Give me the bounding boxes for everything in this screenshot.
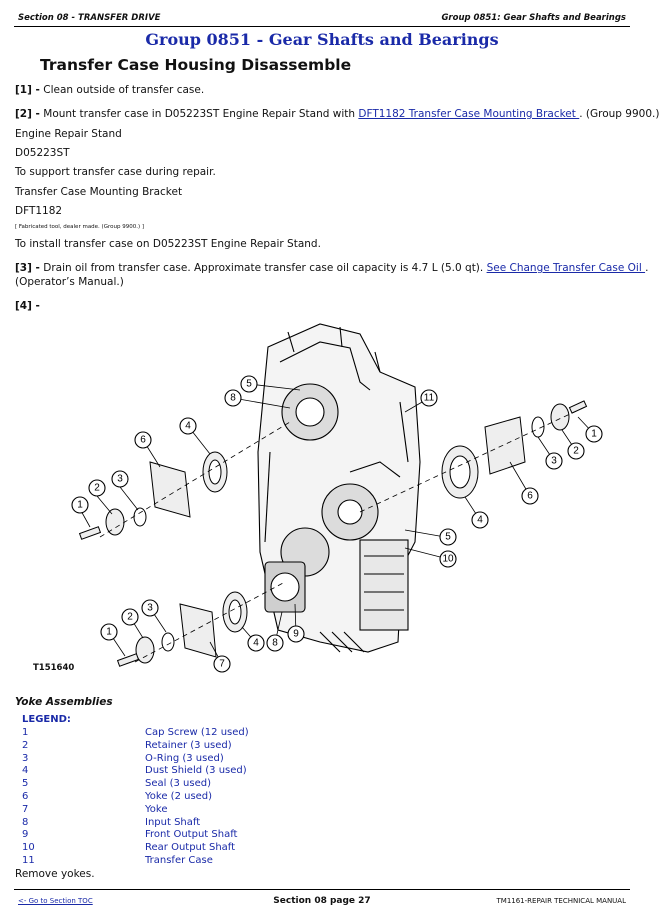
callout-2-lower-left: 2 — [121, 608, 139, 626]
svg-text:5: 5 — [246, 379, 252, 390]
step-3-line-2: (Operator’s Manual.) — [15, 276, 124, 288]
bracket-link[interactable]: DFT1182 Transfer Case Mounting Bracket — [358, 108, 580, 120]
svg-text:8: 8 — [272, 638, 278, 649]
step-2-after: . (Group 9900.) — [579, 108, 659, 120]
legend-subtitle: Yoke Assemblies — [15, 696, 113, 708]
figure-id: T151640 — [33, 663, 75, 673]
page-header: Section 08 - TRANSFER DRIVE Group 0851: … — [14, 10, 630, 27]
callout-1-lower-left: 1 — [100, 623, 118, 641]
section-label: Section 08 - TRANSFER DRIVE — [18, 13, 161, 23]
right-yoke-assembly — [441, 400, 588, 499]
svg-text:4: 4 — [477, 515, 483, 526]
svg-text:3: 3 — [551, 456, 557, 467]
callout-8-top: 8 — [224, 389, 242, 407]
step-3-after: . — [645, 262, 649, 274]
callout-7: 7 — [213, 655, 231, 673]
step-3: [3] - Drain oil from transfer case. Appr… — [15, 262, 648, 274]
callout-4-lower: 4 — [247, 634, 265, 652]
step-1: [1] - Clean outside of transfer case. — [15, 84, 204, 96]
callout-11: 11 — [420, 389, 438, 407]
svg-text:4: 4 — [185, 421, 191, 432]
transfer-case-housing — [257, 323, 421, 653]
step-2-number: [2] - — [15, 108, 40, 120]
step-4-number: [4] - — [15, 300, 40, 312]
callout-3-upper-left: 3 — [111, 470, 129, 488]
callout-6-upper-left: 6 — [134, 431, 152, 449]
svg-text:1: 1 — [106, 627, 112, 638]
step-3-text: Drain oil from transfer case. Approximat… — [39, 262, 487, 274]
stand-use: To support transfer case during repair. — [15, 166, 216, 178]
callout-1-right: 1 — [585, 425, 603, 443]
step-2-text: Mount transfer case in D05223ST Engine R… — [39, 108, 359, 120]
stand-name: Engine Repair Stand — [15, 128, 122, 140]
page-title: Transfer Case Housing Disassemble — [40, 56, 352, 74]
oil-change-link[interactable]: See Change Transfer Case Oil — [486, 262, 646, 274]
callout-9: 9 — [287, 625, 305, 643]
svg-text:10: 10 — [442, 554, 454, 565]
svg-text:2: 2 — [94, 483, 100, 494]
callout-2-right: 2 — [567, 442, 585, 460]
callout-1-upper-left: 1 — [71, 496, 89, 514]
bracket-note: [ Fabricated tool, dealer made. (Group 9… — [15, 224, 144, 230]
svg-text:4: 4 — [253, 638, 259, 649]
callout-5-right: 5 — [439, 528, 457, 546]
group-title: Group 0851 - Gear Shafts and Bearings — [145, 30, 499, 49]
bracket-code: DFT1182 — [15, 205, 63, 217]
page-footer: <- Go to Section TOC Section 08 page 27 … — [14, 889, 630, 910]
svg-text:11: 11 — [424, 393, 435, 404]
legend-heading: LEGEND: — [22, 714, 71, 725]
callout-3-lower-left: 3 — [141, 599, 159, 617]
upper-left-yoke-assembly — [78, 451, 228, 540]
svg-text:7: 7 — [219, 659, 225, 670]
lower-left-yoke-assembly — [116, 591, 248, 667]
svg-text:1: 1 — [591, 429, 597, 440]
svg-text:5: 5 — [445, 532, 451, 543]
callout-4-right: 4 — [471, 511, 489, 529]
svg-text:8: 8 — [230, 393, 236, 404]
callout-8-lower: 8 — [266, 634, 284, 652]
svg-text:3: 3 — [117, 474, 123, 485]
svg-text:2: 2 — [127, 612, 133, 623]
svg-text:2: 2 — [573, 446, 579, 457]
callout-10: 10 — [439, 550, 457, 568]
stand-code: D05223ST — [15, 147, 70, 159]
step-2: [2] - Mount transfer case in D05223ST En… — [15, 108, 659, 120]
step-4: [4] - — [15, 300, 40, 312]
page-number: Section 08 page 27 — [273, 896, 371, 906]
bracket-use: To install transfer case on D05223ST Eng… — [15, 238, 321, 250]
group-label: Group 0851: Gear Shafts and Bearings — [441, 13, 626, 23]
svg-text:9: 9 — [293, 629, 299, 640]
svg-text:3: 3 — [147, 603, 153, 614]
bracket-name: Transfer Case Mounting Bracket — [15, 186, 183, 198]
svg-text:1: 1 — [77, 500, 83, 511]
callout-2-upper-left: 2 — [88, 479, 106, 497]
axis-lines — [99, 406, 586, 663]
section-toc-link[interactable]: <- Go to Section TOC — [18, 897, 93, 905]
step-1-number: [1] - — [15, 84, 40, 96]
remove-yokes-step: Remove yokes. — [15, 868, 95, 880]
exploded-view-illustration: 8 5 4 6 3 2 1 11 1 2 3 6 4 5 10 3 2 1 4 … — [71, 323, 603, 673]
callout-4-upper-left: 4 — [179, 417, 197, 435]
svg-text:6: 6 — [527, 491, 533, 502]
callout-5-top: 5 — [240, 375, 258, 393]
svg-text:6: 6 — [140, 435, 146, 446]
callout-6-right: 6 — [521, 487, 539, 505]
step-3-number: [3] - — [15, 262, 40, 274]
step-1-text: Clean outside of transfer case. — [39, 84, 205, 96]
manual-name: TM1161-REPAIR TECHNICAL MANUAL — [496, 897, 627, 905]
callout-3-right: 3 — [545, 452, 563, 470]
callout-labels: 8 5 4 6 3 2 1 11 1 2 3 6 4 5 10 3 2 1 4 … — [71, 375, 603, 673]
